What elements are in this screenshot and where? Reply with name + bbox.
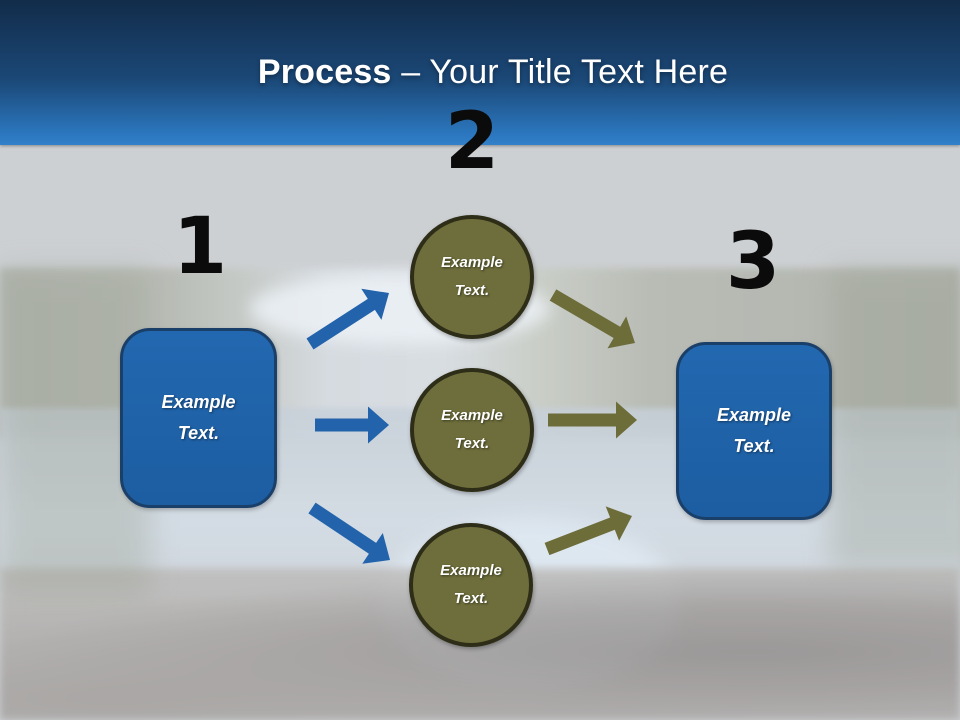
left-process-box-label: Example Text. bbox=[161, 392, 236, 443]
process-circle-top-label: Example Text. bbox=[441, 254, 503, 299]
process-circle-top: Example Text. bbox=[410, 215, 534, 339]
process-circle-bottom-label: Example Text. bbox=[440, 562, 502, 607]
title-bar: Process – Your Title Text Here bbox=[0, 0, 960, 145]
slide-title: Process – Your Title Text Here bbox=[232, 53, 728, 92]
right-process-box-label: Example Text. bbox=[716, 405, 792, 456]
photo-trees-right bbox=[830, 268, 960, 568]
process-circle-bottom: Example Text. bbox=[409, 523, 533, 647]
slide-title-rest: – Your Title Text Here bbox=[391, 53, 729, 91]
process-circle-middle: Example Text. bbox=[410, 368, 534, 492]
slide-title-keyword: Process bbox=[257, 53, 392, 91]
step-number-3: 3 bbox=[725, 217, 781, 307]
step-number-1: 1 bbox=[172, 202, 228, 292]
right-process-box: Example Text. bbox=[676, 342, 832, 520]
left-process-box: Example Text. bbox=[120, 328, 277, 508]
process-circle-middle-label: Example Text. bbox=[441, 407, 503, 452]
step-number-2: 2 bbox=[444, 97, 500, 187]
